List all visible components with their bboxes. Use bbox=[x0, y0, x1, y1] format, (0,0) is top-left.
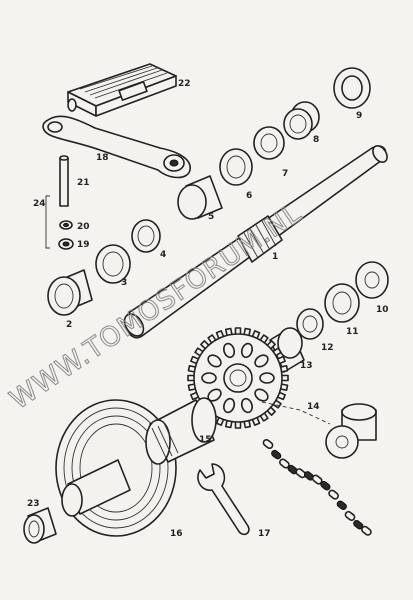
part-8-bearing bbox=[283, 101, 320, 140]
chain-link bbox=[262, 438, 274, 450]
part-3-needle-bearing bbox=[95, 244, 131, 284]
part-7-ring bbox=[253, 126, 285, 160]
part-2-needle-bearing bbox=[47, 269, 93, 316]
label-4: 4 bbox=[160, 250, 166, 260]
part-10-washer bbox=[355, 261, 389, 299]
chain-link bbox=[271, 449, 282, 460]
label-23: 23 bbox=[27, 499, 40, 509]
part-labels: 1 2 3 4 5 6 7 8 9 10 11 12 13 14 15 16 1… bbox=[27, 79, 389, 539]
label-22: 22 bbox=[178, 79, 191, 89]
part-11-ring bbox=[324, 283, 360, 323]
label-15: 15 bbox=[199, 435, 212, 445]
sprocket-hole bbox=[201, 372, 217, 384]
label-3: 3 bbox=[121, 278, 127, 288]
label-7: 7 bbox=[282, 169, 288, 179]
part-6-bushing bbox=[219, 148, 253, 186]
part-14-small-sprocket bbox=[325, 403, 377, 459]
part-19-nut bbox=[58, 238, 74, 250]
sprocket-hole bbox=[259, 372, 275, 384]
part-1-axle bbox=[123, 145, 388, 339]
part-16-shaft bbox=[61, 459, 131, 517]
label-21: 21 bbox=[77, 178, 90, 188]
bracket-24 bbox=[45, 195, 50, 249]
label-1: 1 bbox=[272, 252, 278, 262]
part-12-ring bbox=[296, 308, 324, 340]
label-18: 18 bbox=[96, 153, 109, 163]
label-10: 10 bbox=[376, 305, 389, 315]
label-12: 12 bbox=[321, 343, 334, 353]
label-17: 17 bbox=[258, 529, 271, 539]
sprocket-hole bbox=[223, 342, 236, 359]
label-2: 2 bbox=[66, 320, 72, 330]
part-9-bearing-cup bbox=[333, 67, 371, 109]
part-22-pedal bbox=[67, 63, 177, 117]
part-14-chain bbox=[262, 438, 372, 536]
part-21-pin bbox=[59, 155, 69, 207]
leader-14 bbox=[261, 401, 331, 425]
part-23-spacer bbox=[23, 507, 57, 544]
label-16: 16 bbox=[170, 529, 183, 539]
chain-link bbox=[328, 489, 339, 500]
part-20-washer bbox=[59, 220, 73, 230]
part-5-sleeve bbox=[177, 175, 223, 220]
sprocket-hole bbox=[240, 397, 253, 414]
part-4-ring bbox=[131, 219, 161, 253]
label-9: 9 bbox=[356, 111, 362, 121]
sprocket-hole bbox=[254, 388, 269, 402]
part-18-crank-arm bbox=[42, 115, 191, 179]
label-19: 19 bbox=[77, 240, 90, 250]
part-17-wrench bbox=[197, 463, 250, 536]
sprocket-hole bbox=[240, 342, 253, 359]
sprocket-hole bbox=[223, 397, 236, 414]
label-13: 13 bbox=[300, 361, 313, 371]
label-20: 20 bbox=[77, 222, 90, 232]
label-6: 6 bbox=[246, 191, 252, 201]
chain-link bbox=[320, 480, 331, 491]
label-24: 24 bbox=[33, 199, 46, 209]
sprocket-hole bbox=[207, 354, 222, 368]
label-8: 8 bbox=[313, 135, 319, 145]
label-5: 5 bbox=[208, 212, 214, 222]
chain-link bbox=[336, 500, 347, 511]
label-11: 11 bbox=[346, 327, 359, 337]
part-15-hub bbox=[145, 397, 217, 465]
chain-link bbox=[344, 510, 356, 521]
chain-link bbox=[361, 525, 372, 536]
sprocket-hole bbox=[254, 354, 269, 368]
label-14: 14 bbox=[307, 402, 320, 412]
